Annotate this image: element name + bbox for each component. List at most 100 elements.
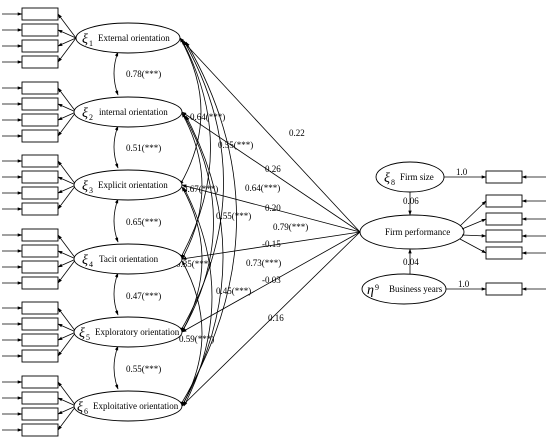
factor-xi2: ξ 2 internal orientation — [73, 96, 183, 128]
indicator-box — [21, 301, 59, 315]
factor-index: 9 — [375, 283, 379, 292]
correlation-arc — [181, 114, 214, 333]
correlation-label: 0.47(***) — [126, 291, 161, 301]
outcome-firm-performance: Firm performance — [359, 194, 546, 260]
correlation-arc — [179, 41, 237, 407]
factor-index: 3 — [89, 186, 93, 195]
indicator-box — [21, 276, 59, 290]
correlation-label: 0.35(***) — [176, 259, 211, 269]
correlation-label: 0.79(***) — [273, 222, 308, 232]
factor-label: Business years — [389, 284, 443, 294]
indicator-box — [21, 260, 59, 274]
factor-symbol: ξ — [384, 171, 390, 186]
correlation-label: 0.78(***) — [126, 69, 161, 79]
path-coefficient: 0.04 — [403, 257, 419, 267]
indicator-box — [21, 39, 59, 53]
indicator-box — [21, 391, 59, 405]
indicator-box — [21, 129, 59, 143]
indicator-box — [21, 81, 59, 95]
control-firm-size: ξ 8 Firm size 1.0 0.06 — [375, 161, 546, 216]
indicator-box — [21, 317, 59, 331]
indicator-box — [21, 349, 59, 363]
path-arrow — [181, 231, 361, 407]
indicator-box — [485, 212, 523, 226]
path-coefficient: 0.26 — [265, 164, 281, 174]
factor-label: Exploratory orientation — [95, 327, 180, 337]
correlation-label: 0.64(***) — [190, 112, 225, 122]
correlation-arc — [113, 125, 119, 169]
path-coefficient: -0.03 — [262, 275, 281, 285]
correlation-label: 0.45(***) — [216, 286, 251, 296]
correlation-arc — [113, 272, 119, 316]
loading-label: 1.0 — [458, 279, 470, 289]
correlation-label: 0.67(***) — [183, 184, 218, 194]
path-coefficient: 0.20 — [265, 203, 281, 213]
indicator-box — [485, 170, 523, 184]
factor-index: 8 — [391, 178, 395, 187]
factor-label: Explicit orientation — [98, 180, 168, 190]
path-coefficient: 0.16 — [268, 313, 284, 323]
factor-xi4: ξ 4 Tacit orientation — [73, 243, 183, 275]
correlation-arc — [179, 40, 224, 333]
indicator-box — [21, 202, 59, 216]
indicator-box — [21, 113, 59, 127]
path-coefficient: -0.15 — [262, 239, 281, 249]
factor-index: 1 — [89, 39, 93, 48]
indicator-box — [21, 375, 59, 389]
factor-symbol: ξ — [82, 253, 88, 268]
factor-index: 5 — [86, 333, 90, 342]
path-arrow — [181, 184, 361, 233]
correlation-label: 0.73(***) — [246, 258, 281, 268]
indicators-xi3 — [2, 154, 77, 216]
path-arrow — [181, 111, 361, 233]
indicator-box — [485, 229, 523, 243]
path-arrow — [181, 231, 361, 261]
indicator-box — [21, 423, 59, 437]
factor-label: Tacit orientation — [99, 254, 159, 264]
factor-xi5: ξ 5 Exploratory orientation — [73, 316, 183, 348]
factor-symbol: η — [367, 283, 374, 298]
factor-xi6: ξ 6 Exploitative orientation — [73, 390, 183, 422]
correlation-arc — [113, 51, 119, 96]
factor-xi3: ξ 3 Explicit orientation — [73, 169, 183, 201]
factor-index: 4 — [89, 260, 93, 269]
factor-symbol: ξ — [82, 179, 88, 194]
correlation-arc — [183, 187, 213, 407]
correlation-label: 0.65(***) — [126, 217, 161, 227]
factor-index: 6 — [84, 407, 88, 416]
indicator-box — [21, 55, 59, 69]
correlation-arc — [181, 112, 203, 260]
correlation-arc — [181, 260, 203, 407]
correlation-label: 0.55(***) — [216, 211, 251, 221]
indicator-box — [21, 154, 59, 168]
correlation-label: 0.64(***) — [245, 183, 280, 193]
latent-factors: ξ 1 External orientation ξ 2 internal or… — [73, 22, 183, 422]
factor-symbol: ξ — [77, 400, 83, 415]
indicators-xi5 — [2, 301, 77, 363]
indicator-box — [485, 282, 523, 296]
indicator-box — [485, 246, 523, 260]
correlation-label: 0.51(***) — [126, 143, 161, 153]
indicators-xi2 — [2, 81, 77, 143]
adjacent-correlations: 0.78(***) 0.51(***) 0.65(***) 0.47(***) … — [113, 51, 161, 390]
path-arrow — [179, 37, 361, 233]
indicator-box — [21, 244, 59, 258]
control-business-years: η 9 Business years 1.0 0.04 — [361, 248, 546, 305]
outcome-ellipse — [359, 214, 465, 250]
indicator-box — [21, 407, 59, 421]
path-coefficient: 0.06 — [403, 196, 419, 206]
correlation-arc — [179, 39, 211, 260]
indicators-xi6 — [2, 375, 77, 437]
indicator-box — [485, 194, 523, 208]
correlation-arc — [113, 198, 119, 243]
path-coefficient: 0.22 — [289, 128, 305, 138]
factor-label: internal orientation — [99, 107, 168, 117]
indicator-boxes — [2, 7, 77, 437]
factor-xi1: ξ 1 External orientation — [75, 22, 181, 54]
indicator-box — [21, 23, 59, 37]
loading-label: 1.0 — [456, 167, 468, 177]
structural-paths: 0.22 0.26 0.20 -0.15 -0.03 0.16 — [179, 37, 361, 407]
indicator-box — [21, 7, 59, 21]
indicator-box — [21, 170, 59, 184]
